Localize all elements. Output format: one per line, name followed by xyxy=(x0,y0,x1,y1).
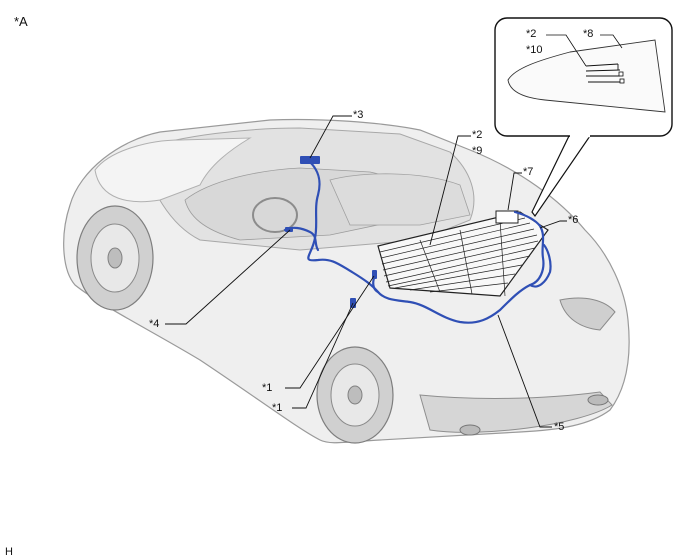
exhaust-left xyxy=(459,424,481,436)
connector-4 xyxy=(285,227,293,232)
figure-id-label: *A xyxy=(14,14,28,29)
leader-1b xyxy=(292,302,354,409)
callout-2-main: *2 xyxy=(472,129,483,141)
defogger-lines xyxy=(379,217,539,297)
leader-7 xyxy=(507,172,522,211)
taillight xyxy=(559,297,616,331)
wire-harness xyxy=(283,160,552,324)
inset-leader-8 xyxy=(600,34,623,49)
callout-9: *9 xyxy=(472,145,483,157)
car-hood xyxy=(94,137,252,203)
inset-terminal-a xyxy=(618,71,624,77)
harness-rear-loop xyxy=(528,243,552,288)
callout-1b: *1 xyxy=(272,402,283,414)
callout-5: *5 xyxy=(554,421,565,433)
rear-bumper xyxy=(419,391,613,433)
leader-4 xyxy=(165,229,291,325)
steering-wheel xyxy=(252,197,298,233)
inset-callout-2: *2 xyxy=(526,28,537,40)
leader-2-9 xyxy=(429,135,471,246)
leader-6 xyxy=(539,220,567,229)
corner-mark: H xyxy=(5,546,13,558)
callout-1a: *1 xyxy=(262,382,273,394)
rear-wheel xyxy=(316,346,394,444)
inset-callout-8: *8 xyxy=(583,28,594,40)
inset-terminal-b xyxy=(619,78,625,84)
rear-seat xyxy=(329,173,471,226)
inset-antenna-elements xyxy=(585,63,621,83)
leader-1a xyxy=(285,275,375,389)
callout-7: *7 xyxy=(523,166,534,178)
connector-3 xyxy=(300,156,320,164)
inset-leader-2-10 xyxy=(546,34,587,67)
detail-inset xyxy=(494,17,673,218)
car-illustration xyxy=(63,118,630,444)
callout-6: *6 xyxy=(568,214,579,226)
callout-3: *3 xyxy=(353,109,364,121)
inset-callout-10: *10 xyxy=(526,44,543,56)
harness-door-branch xyxy=(372,276,380,294)
exhaust-right xyxy=(587,394,609,406)
leader-3 xyxy=(309,115,352,159)
antenna-amplifier-box xyxy=(495,210,519,224)
callout-4: *4 xyxy=(149,318,160,330)
leader-lines xyxy=(165,115,567,428)
inset-callout-pointer xyxy=(531,135,592,218)
front-wheel xyxy=(76,205,154,311)
rear-window-defogger xyxy=(377,210,549,297)
leader-5 xyxy=(497,314,552,428)
